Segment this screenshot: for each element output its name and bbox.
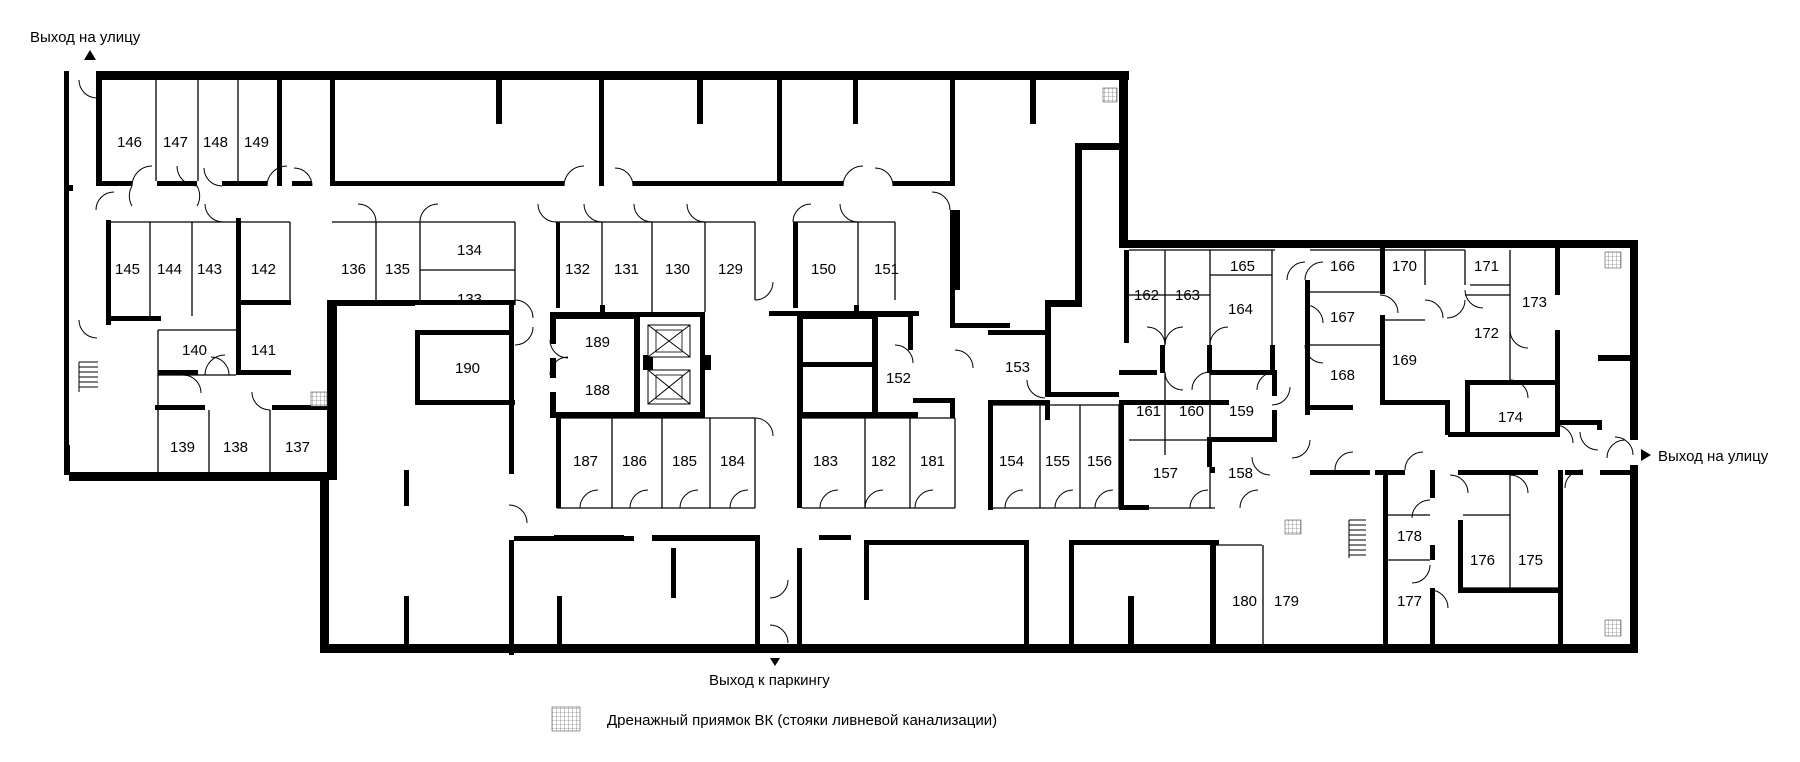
room-label: 169 — [1392, 352, 1417, 369]
room-label: 174 — [1498, 409, 1523, 426]
doors — [78, 79, 1634, 644]
room-label: 137 — [285, 439, 310, 456]
room-label: 165 — [1230, 258, 1255, 275]
room-label: 158 — [1228, 465, 1253, 482]
drain-pit-icon — [1102, 87, 1118, 103]
room-label: 143 — [197, 261, 222, 278]
drain-pit-icon — [1604, 251, 1622, 269]
room-label: 176 — [1470, 552, 1495, 569]
room-label: 160 — [1179, 403, 1204, 420]
exit-right: Выход на улицу — [1641, 448, 1769, 465]
exit-top: Выход на улицу — [30, 29, 141, 60]
legend-label: Дренажный приямок ВК (стояки ливневой ка… — [607, 712, 997, 729]
room-label: 133 — [457, 291, 482, 308]
drain-pit-icon — [1284, 519, 1302, 535]
room-label: 141 — [251, 342, 276, 359]
room-label: 131 — [614, 261, 639, 278]
outer-walls — [64, 71, 1638, 653]
room-label: 151 — [874, 261, 899, 278]
room-label: 161 — [1136, 403, 1161, 420]
partitions — [111, 80, 1558, 646]
room-label: 153 — [1005, 359, 1030, 376]
room-label: 189 — [585, 334, 610, 351]
room-label: 162 — [1134, 287, 1159, 304]
room-label: 166 — [1330, 258, 1355, 275]
room-label: 170 — [1392, 258, 1417, 275]
drain-pit-legend-icon — [551, 706, 581, 732]
room-label: 181 — [920, 453, 945, 470]
room-label: 144 — [157, 261, 182, 278]
drain-pit-icon — [310, 391, 328, 407]
room-label: 188 — [585, 382, 610, 399]
room-label: 184 — [720, 453, 745, 470]
drain-pits — [310, 87, 1622, 637]
room-label: 150 — [811, 261, 836, 278]
room-label: 180 — [1232, 593, 1257, 610]
exit-parking-label: Выход к паркингу — [709, 672, 830, 689]
wall-stubs — [106, 305, 1275, 474]
room-label: 139 — [170, 439, 195, 456]
exit-bottom: Выход к паркингу — [709, 658, 830, 689]
room-label: 182 — [871, 453, 896, 470]
room-label: 177 — [1397, 593, 1422, 610]
room-label: 163 — [1175, 287, 1200, 304]
room-label: 175 — [1518, 552, 1543, 569]
room-label: 142 — [251, 261, 276, 278]
stairs — [78, 361, 1366, 558]
room-label: 140 — [182, 342, 207, 359]
room-label: 183 — [813, 453, 838, 470]
room-label: 179 — [1274, 593, 1299, 610]
room-label: 157 — [1153, 465, 1178, 482]
room-label: 187 — [573, 453, 598, 470]
room-label: 164 — [1228, 301, 1253, 318]
room-label: 186 — [622, 453, 647, 470]
room-label: 132 — [565, 261, 590, 278]
room-label: 173 — [1522, 294, 1547, 311]
room-label: 146 — [117, 134, 142, 151]
arrow-down-icon — [770, 658, 780, 666]
room-label: 185 — [672, 453, 697, 470]
room-label: 159 — [1229, 403, 1254, 420]
room-label: 172 — [1474, 325, 1499, 342]
room-label: 155 — [1045, 453, 1070, 470]
room-label: 171 — [1474, 258, 1499, 275]
room-label: 154 — [999, 453, 1024, 470]
room-label: 134 — [457, 242, 482, 259]
room-label: 136 — [341, 261, 366, 278]
room-label: 148 — [203, 134, 228, 151]
room-labels: 146 147 148 149 145 144 143 142 140 141 … — [115, 134, 1547, 610]
room-label: 145 — [115, 261, 140, 278]
room-label: 147 — [163, 134, 188, 151]
legend: Дренажный приямок ВК (стояки ливневой ка… — [551, 706, 997, 732]
room-label: 152 — [886, 370, 911, 387]
elevators — [647, 324, 691, 405]
exit-street-right-label: Выход на улицу — [1658, 448, 1769, 465]
arrow-right-icon — [1641, 449, 1651, 461]
room-label: 167 — [1330, 309, 1355, 326]
room-label: 190 — [455, 360, 480, 377]
room-label: 129 — [718, 261, 743, 278]
exit-street-top-label: Выход на улицу — [30, 29, 141, 46]
room-label: 168 — [1330, 367, 1355, 384]
room-label: 156 — [1087, 453, 1112, 470]
drain-pit-icon — [1604, 619, 1622, 637]
room-label: 135 — [385, 261, 410, 278]
room-label: 138 — [223, 439, 248, 456]
interior-walls — [102, 80, 1633, 655]
arrow-up-icon — [84, 50, 96, 60]
room-label: 130 — [665, 261, 690, 278]
room-label: 149 — [244, 134, 269, 151]
room-label: 178 — [1397, 528, 1422, 545]
